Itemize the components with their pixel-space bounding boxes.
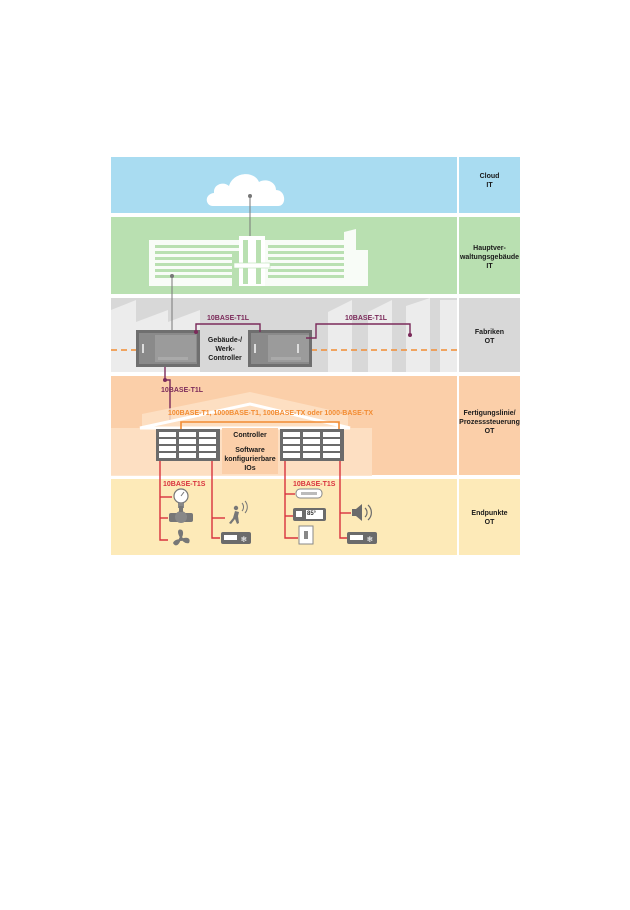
endpoint-band-label-bg	[459, 479, 520, 555]
motion-sensor-icon	[229, 500, 248, 524]
hq-building-icon	[149, 229, 368, 286]
cloud-band-label-bg	[459, 157, 520, 213]
layer-label-factory: Fabriken OT	[474, 329, 505, 345]
smoke-detector-icon	[295, 488, 323, 499]
thermostat-icon	[293, 508, 326, 521]
layer-label-hq: Hauptver- waltungsgebäude IT	[459, 245, 520, 270]
hvac-unit-icon-left: ❄	[221, 532, 251, 544]
plant-controller-left	[136, 330, 200, 367]
ethernet-label: 100BASE-T1, 1000BASE-T1, 100BASE-TX oder…	[168, 410, 374, 417]
cloud-icon	[206, 174, 285, 206]
flow-meter-icon	[173, 488, 189, 508]
io-rack-right	[280, 429, 344, 461]
t1l-node-left	[194, 330, 198, 334]
controller-label-bg	[222, 428, 278, 474]
fan-icon	[173, 529, 190, 546]
factory-band-label-bg	[459, 298, 520, 372]
t1s-links-right	[284, 461, 351, 539]
valve-icon	[169, 506, 193, 523]
hvac-unit-icon-right: ❄	[347, 532, 377, 544]
io-rack-left	[156, 429, 220, 461]
plant-controller-label-bg	[201, 334, 247, 366]
t1l-node-right	[408, 333, 412, 337]
layer-label-endpoints: Endpunkte OT	[471, 510, 508, 526]
line-band-label-bg	[459, 376, 520, 475]
layer-label-production-line: Fertigungslinie/ Prozesssteuerung OT	[459, 410, 520, 435]
thermostat-reading: 85°	[307, 511, 317, 517]
ethernet-link	[180, 421, 340, 430]
plant-controller-label: Gebäude-/ Werk- Controller	[207, 337, 243, 362]
t1l-label-down: 10BASE-T1L	[161, 387, 204, 394]
hq-node	[170, 274, 174, 278]
t1l-node-down	[163, 378, 167, 382]
plant-controller-right	[248, 330, 312, 367]
t1s-links-left	[159, 461, 225, 541]
software-ios-label: Software konfigurierbare IOs	[224, 447, 276, 472]
t1l-label-left: 10BASE-T1L	[207, 315, 250, 322]
controller-label: Controller	[233, 432, 267, 439]
cloud-band	[111, 157, 457, 213]
cloud-node	[248, 194, 252, 198]
speaker-icon	[352, 504, 372, 521]
endpoint-band	[111, 479, 457, 555]
svg-text:❄: ❄	[241, 535, 248, 544]
t1l-links	[164, 323, 411, 420]
light-switch-icon	[298, 525, 314, 545]
svg-text:❄: ❄	[367, 535, 374, 544]
t1l-label-right: 10BASE-T1L	[345, 315, 388, 322]
hq-band-label-bg	[459, 217, 520, 294]
t1s-label-left: 10BASE-T1S	[163, 481, 206, 488]
t1s-label-right: 10BASE-T1S	[293, 481, 336, 488]
layer-label-cloud: Cloud IT	[479, 173, 500, 189]
